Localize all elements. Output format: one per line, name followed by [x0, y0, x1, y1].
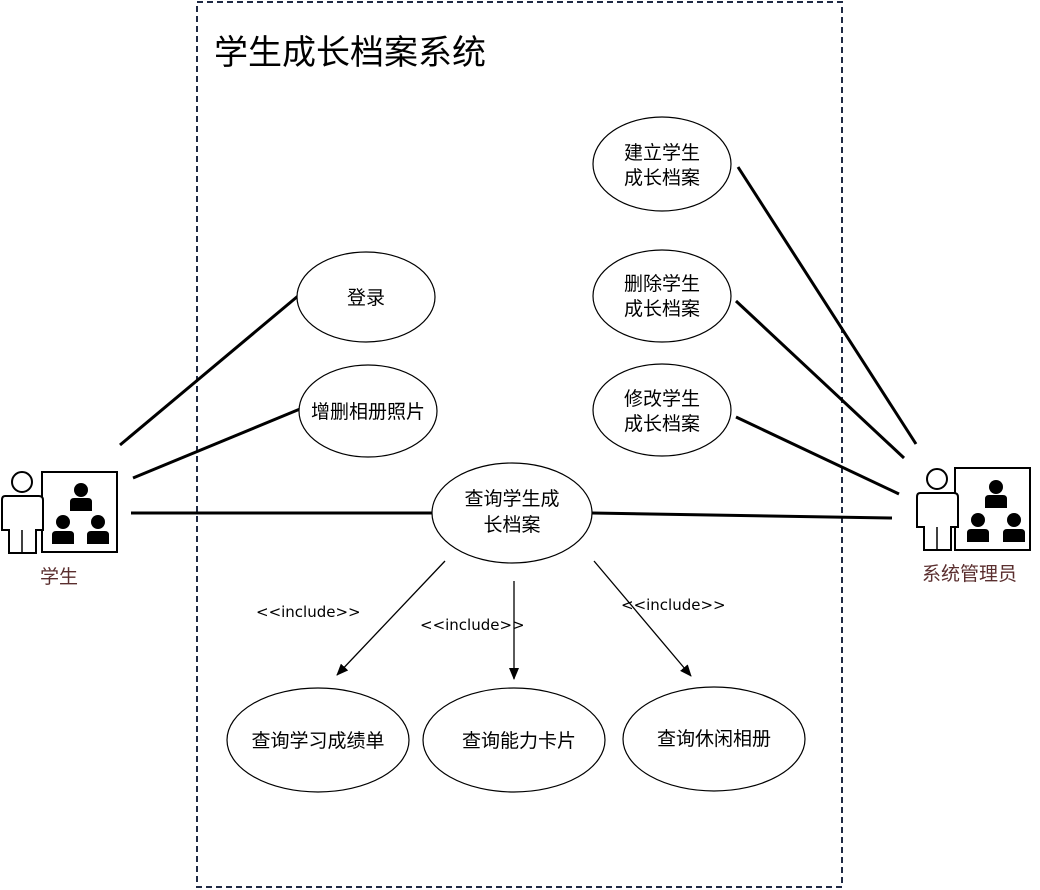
association-admin-delete	[734, 299, 906, 460]
use-case-label-line: 登录	[347, 287, 385, 309]
use-case-delete-archive[interactable]: 删除学生 成长档案	[592, 249, 732, 343]
use-case-label-line: 建立学生	[624, 142, 700, 164]
actor-student[interactable]: 学生	[0, 471, 118, 588]
use-case-label-line: 查询能力卡片	[462, 730, 576, 752]
include-arrow-grades	[336, 560, 446, 676]
use-case-label-line: 成长档案	[624, 167, 700, 189]
use-case-label-line: 删除学生	[624, 273, 700, 295]
use-case-modify-archive[interactable]: 修改学生 成长档案	[592, 363, 732, 457]
use-case-label-line: 查询学习成绩单	[251, 730, 384, 752]
include-arrow-album	[593, 560, 692, 677]
association-admin-create	[736, 166, 918, 445]
user-group-icon	[0, 471, 118, 554]
include-label-2: <<include>>	[420, 616, 525, 634]
actor-admin-label: 系统管理员	[922, 563, 1017, 585]
use-case-query-ability[interactable]: 查询能力卡片	[422, 687, 606, 793]
association-student-login	[119, 294, 299, 447]
use-case-login[interactable]: 登录	[296, 251, 436, 343]
include-label-1: <<include>>	[256, 603, 361, 621]
use-case-label-line: 修改学生	[624, 388, 700, 410]
use-case-query-album[interactable]: 查询休闲相册	[622, 686, 806, 792]
use-case-label-line: 查询休闲相册	[657, 728, 771, 750]
use-case-create-archive[interactable]: 建立学生 成长档案	[592, 116, 732, 212]
system-title: 学生成长档案系统	[214, 33, 486, 73]
user-group-icon	[916, 467, 1031, 551]
include-label-3: <<include>>	[621, 596, 726, 614]
actor-admin[interactable]: 系统管理员	[916, 467, 1031, 585]
use-case-photos[interactable]: 增删相册照片	[298, 364, 438, 458]
use-case-label-line: 查询学生成	[464, 488, 559, 510]
association-admin-modify	[735, 415, 900, 496]
association-student-photos	[132, 407, 301, 480]
use-case-query-grades[interactable]: 查询学习成绩单	[226, 687, 410, 793]
system-boundary	[196, 1, 843, 888]
use-case-label-line: 成长档案	[624, 298, 700, 320]
actor-student-label: 学生	[40, 566, 78, 588]
use-case-label-line: 长档案	[483, 514, 540, 536]
use-case-label-line: 成长档案	[624, 413, 700, 435]
use-case-query-archive[interactable]: 查询学生成 长档案	[431, 462, 593, 564]
use-case-label-line: 增删相册照片	[311, 401, 425, 423]
association-admin-query	[591, 511, 893, 520]
